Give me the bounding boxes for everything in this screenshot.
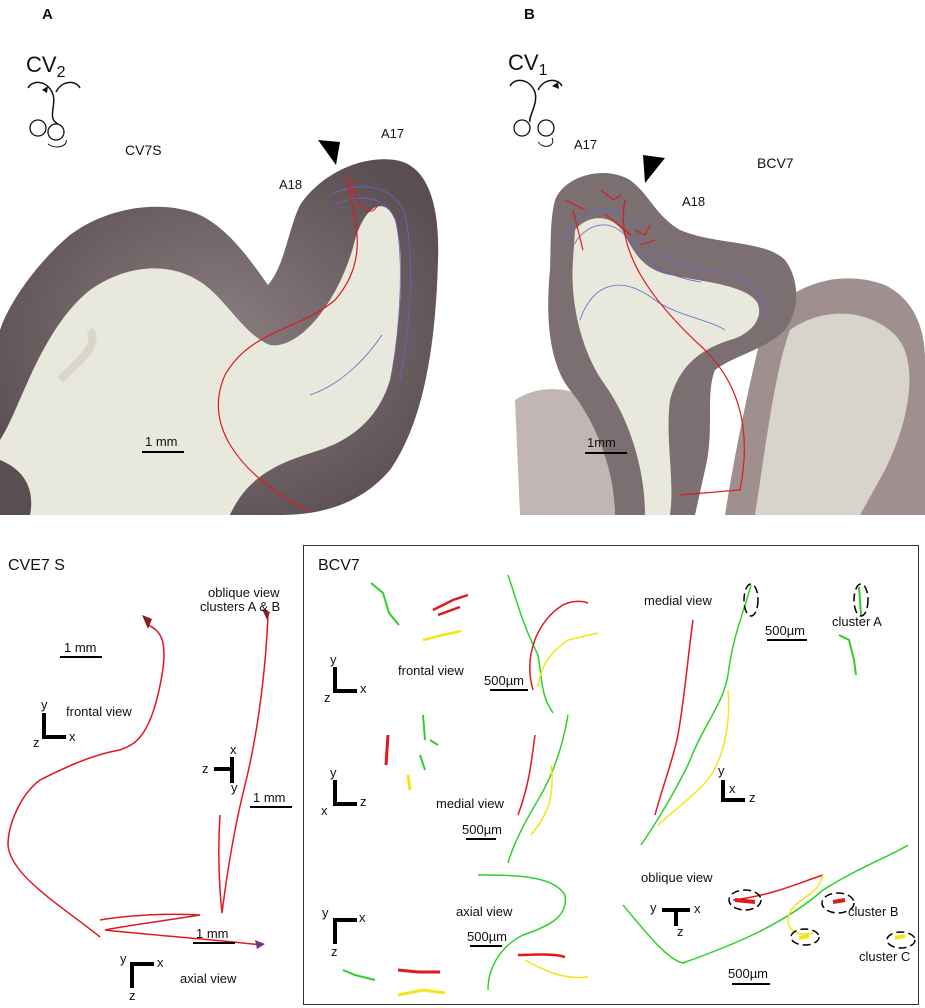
bcv7-scale-medial-label: 500µm xyxy=(462,822,503,837)
axis-label-h: x xyxy=(69,729,76,744)
panel-b-area-a17: A17 xyxy=(574,137,598,152)
bcv7-cluster-c-label: cluster C xyxy=(859,949,911,964)
bcv7-scale-cluster-a-bar xyxy=(767,639,807,641)
axis-horizontal-line xyxy=(333,689,357,693)
axis-label-v: y xyxy=(718,763,725,778)
axis-horizontal-line xyxy=(721,798,745,802)
axis-label-h: z xyxy=(749,790,756,805)
axis-label-h: x xyxy=(157,955,164,970)
cv-text: CV xyxy=(26,52,57,77)
axis-label-v: x xyxy=(230,742,237,757)
lower-left-scale-top-label: 1 mm xyxy=(64,640,97,655)
strabismus-icon-b xyxy=(509,79,563,147)
reconstruction-cve7s xyxy=(7,609,270,949)
axis-label-o: z xyxy=(677,924,684,939)
axis-label-h: x xyxy=(694,901,701,916)
axis-vertical-line xyxy=(721,780,725,802)
bcv7-scale-oblique-bar xyxy=(732,983,770,985)
oblique-label-line2: clusters A & B xyxy=(200,599,281,614)
panel-a-area-a18: A18 xyxy=(279,177,303,192)
bcv7-scale-cluster-a-label: 500µm xyxy=(765,623,806,638)
panel-a-scale-bar xyxy=(142,451,184,453)
lower-right-title: BCV7 xyxy=(318,557,360,574)
micrograph-a xyxy=(0,0,455,515)
panel-a-cv-label: CV2 xyxy=(26,52,65,82)
bcv7-axial-label: axial view xyxy=(456,904,513,919)
bcv7-frontal-label: frontal view xyxy=(398,663,464,678)
axis-label-o: z xyxy=(331,944,338,959)
axis-vertical-line xyxy=(333,667,337,693)
axis-label-h: x xyxy=(360,681,367,696)
lower-left-axial-label: axial view xyxy=(180,971,237,986)
panel-a-area-a17: A17 xyxy=(381,126,405,141)
bcv7-cluster-a-label: cluster A xyxy=(832,614,882,629)
axis-horizontal-line xyxy=(333,802,357,806)
panel-b-scale-label: 1mm xyxy=(587,435,616,450)
axis-vertical-line xyxy=(42,713,46,739)
panel-a-letter: A xyxy=(42,6,53,23)
panel-b-case-label: BCV7 xyxy=(757,155,794,171)
bcv7-medial-mid-label: medial view xyxy=(436,796,504,811)
axis-label-o: x xyxy=(321,803,328,818)
axis-label-o: z xyxy=(33,735,40,750)
axis-label-v: y xyxy=(120,951,127,966)
cv-text: CV xyxy=(508,50,539,75)
bcv7-scale-axial-label: 500µm xyxy=(467,929,508,944)
bcv7-scale-medial-bar xyxy=(466,838,496,840)
micrograph-a-drawing xyxy=(0,140,439,515)
panel-a-scale-label: 1 mm xyxy=(145,434,178,449)
axis-label-o: y xyxy=(231,780,238,795)
panel-b-scale-bar xyxy=(585,452,627,454)
oblique-label-line1: oblique view xyxy=(208,585,280,600)
panel-b-area-a18: A18 xyxy=(682,194,706,209)
panel-b-letter: B xyxy=(524,6,535,23)
panel-b-cv-label: CV1 xyxy=(508,50,547,80)
axis-vertical-line xyxy=(130,962,134,988)
bcv7-scale-frontal-label: 500µm xyxy=(484,673,525,688)
lower-left-title: CVE7 S xyxy=(8,557,65,574)
lower-left-frontal-label: frontal view xyxy=(66,704,132,719)
bcv7-medial-top-label: medial view xyxy=(644,593,712,608)
axis-label-o: z xyxy=(129,988,136,1003)
bcv7-cluster-b-label: cluster B xyxy=(848,904,899,919)
panel-a-case-label: CV7S xyxy=(125,142,162,158)
axis-label-h: z xyxy=(360,794,367,809)
bcv7-scale-frontal-bar xyxy=(490,689,528,691)
axis-vertical-line xyxy=(333,918,337,944)
bcv7-scale-oblique-label: 500µm xyxy=(728,966,769,981)
axis-label-o: z xyxy=(324,690,331,705)
bcv7-oblique-label: oblique view xyxy=(641,870,713,885)
reconstruction-bcv7 xyxy=(342,574,916,997)
axis-label-o: x xyxy=(729,781,736,796)
axis-label-v: y xyxy=(41,697,48,712)
axis-horizontal-line xyxy=(333,918,357,922)
lower-left-scale-mid-label: 1 mm xyxy=(253,790,286,805)
axis-horizontal-line xyxy=(214,767,234,771)
axis-vertical-line xyxy=(333,780,337,806)
lower-left-scale-bottom-label: 1 mm xyxy=(196,926,229,941)
axis-label-v: y xyxy=(330,765,337,780)
axis-label-h: x xyxy=(359,910,366,925)
cv-subscript: 2 xyxy=(56,64,66,81)
strabismus-icon-a xyxy=(27,81,81,148)
axis-label-v: y xyxy=(330,652,337,667)
cv-subscript: 1 xyxy=(538,62,548,79)
lower-left-scale-mid-bar xyxy=(250,806,292,808)
axis-label-v: y xyxy=(650,900,657,915)
bcv7-panel-box xyxy=(303,545,919,1005)
lower-left-scale-bottom-bar xyxy=(193,942,235,944)
bcv7-scale-axial-bar xyxy=(470,945,502,947)
axis-vertical-line xyxy=(674,908,678,926)
axis-horizontal-line xyxy=(130,962,154,966)
lower-left-scale-top-bar xyxy=(60,656,102,658)
axis-horizontal-line xyxy=(42,735,66,739)
axis-label-h: z xyxy=(202,761,209,776)
axis-label-v: y xyxy=(322,905,329,920)
